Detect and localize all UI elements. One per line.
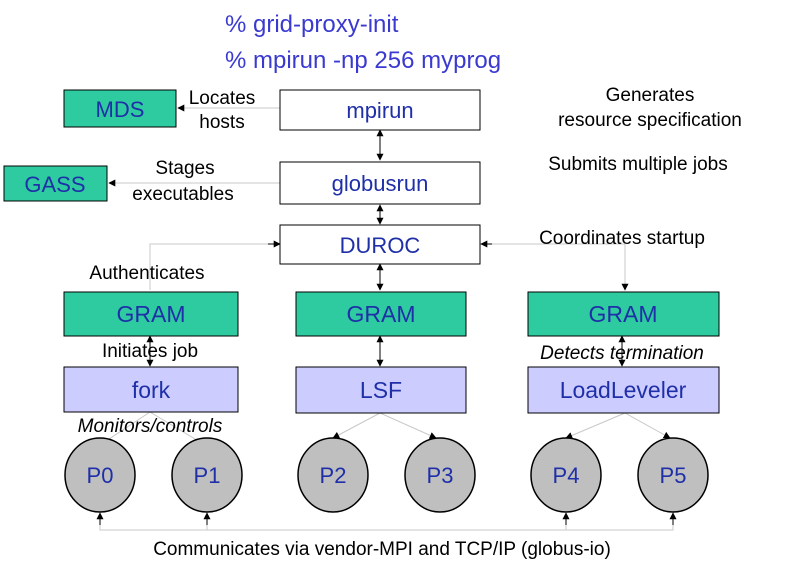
duroc-box: DUROC bbox=[279, 224, 481, 265]
comm-bus bbox=[99, 515, 674, 531]
label-initiates-job: Initiates job bbox=[102, 341, 198, 362]
mpirun-label: mpirun bbox=[346, 98, 413, 123]
globusrun-label: globusrun bbox=[332, 171, 429, 196]
line-lsf-p2 bbox=[332, 412, 381, 439]
label-communicates: Communicates via vendor-MPI and TCP/IP (… bbox=[153, 539, 611, 560]
line-duroc-gram1 bbox=[149, 243, 280, 290]
duroc-label: DUROC bbox=[340, 233, 421, 258]
loadleveler-box: LoadLeveler bbox=[527, 366, 720, 414]
label-monitors-controls: Monitors/controls bbox=[78, 416, 223, 437]
process-label-p5: P5 bbox=[660, 463, 687, 488]
mds-box: MDS bbox=[63, 89, 177, 128]
fork-label: fork bbox=[132, 377, 171, 403]
process-label-p0: P0 bbox=[87, 463, 114, 488]
gass-label: GASS bbox=[24, 172, 85, 197]
process-p3: P3 bbox=[404, 437, 476, 513]
label-hosts: hosts bbox=[199, 112, 244, 133]
line-loadleveler-p4 bbox=[565, 412, 626, 439]
label-coordinates-startup: Coordinates startup bbox=[539, 228, 705, 249]
process-label-p3: P3 bbox=[427, 463, 454, 488]
lsf-box: LSF bbox=[295, 366, 467, 414]
process-p0: P0 bbox=[64, 437, 136, 513]
label-executables: executables bbox=[132, 184, 233, 205]
gass-box: GASS bbox=[3, 165, 108, 202]
mds-label: MDS bbox=[96, 97, 145, 122]
label-stages: Stages bbox=[155, 158, 214, 179]
gram-box-1: GRAM bbox=[63, 291, 239, 337]
gram-label-2: GRAM bbox=[347, 301, 416, 327]
line-loadleveler-p5 bbox=[624, 412, 671, 439]
label-submits-jobs: Submits multiple jobs bbox=[548, 154, 728, 175]
gram-label-1: GRAM bbox=[117, 301, 186, 327]
process-p4: P4 bbox=[530, 437, 602, 513]
command-mpirun: % mpirun -np 256 myprog bbox=[225, 47, 501, 74]
mpirun-box: mpirun bbox=[279, 89, 481, 131]
loadleveler-label: LoadLeveler bbox=[560, 377, 687, 403]
label-authenticates: Authenticates bbox=[89, 263, 204, 284]
process-p5: P5 bbox=[637, 437, 709, 513]
label-generates: Generates bbox=[606, 85, 695, 106]
label-locates: Locates bbox=[189, 88, 256, 109]
lsf-label: LSF bbox=[360, 377, 402, 403]
gram-label-3: GRAM bbox=[589, 301, 658, 327]
line-duroc-gram3 bbox=[480, 243, 629, 291]
fork-box: fork bbox=[63, 366, 239, 413]
gram-box-3: GRAM bbox=[527, 291, 720, 337]
process-p2: P2 bbox=[297, 437, 369, 513]
process-label-p2: P2 bbox=[320, 463, 347, 488]
command-grid-proxy-init: % grid-proxy-init bbox=[225, 11, 399, 38]
line-lsf-p3 bbox=[379, 412, 437, 439]
process-p1: P1 bbox=[171, 437, 243, 513]
label-resource-specification: resource specification bbox=[558, 110, 742, 131]
process-label-p1: P1 bbox=[194, 463, 221, 488]
globusrun-box: globusrun bbox=[279, 161, 481, 205]
process-label-p4: P4 bbox=[553, 463, 580, 488]
gram-box-2: GRAM bbox=[295, 291, 467, 337]
label-detects-termination: Detects termination bbox=[540, 343, 704, 364]
